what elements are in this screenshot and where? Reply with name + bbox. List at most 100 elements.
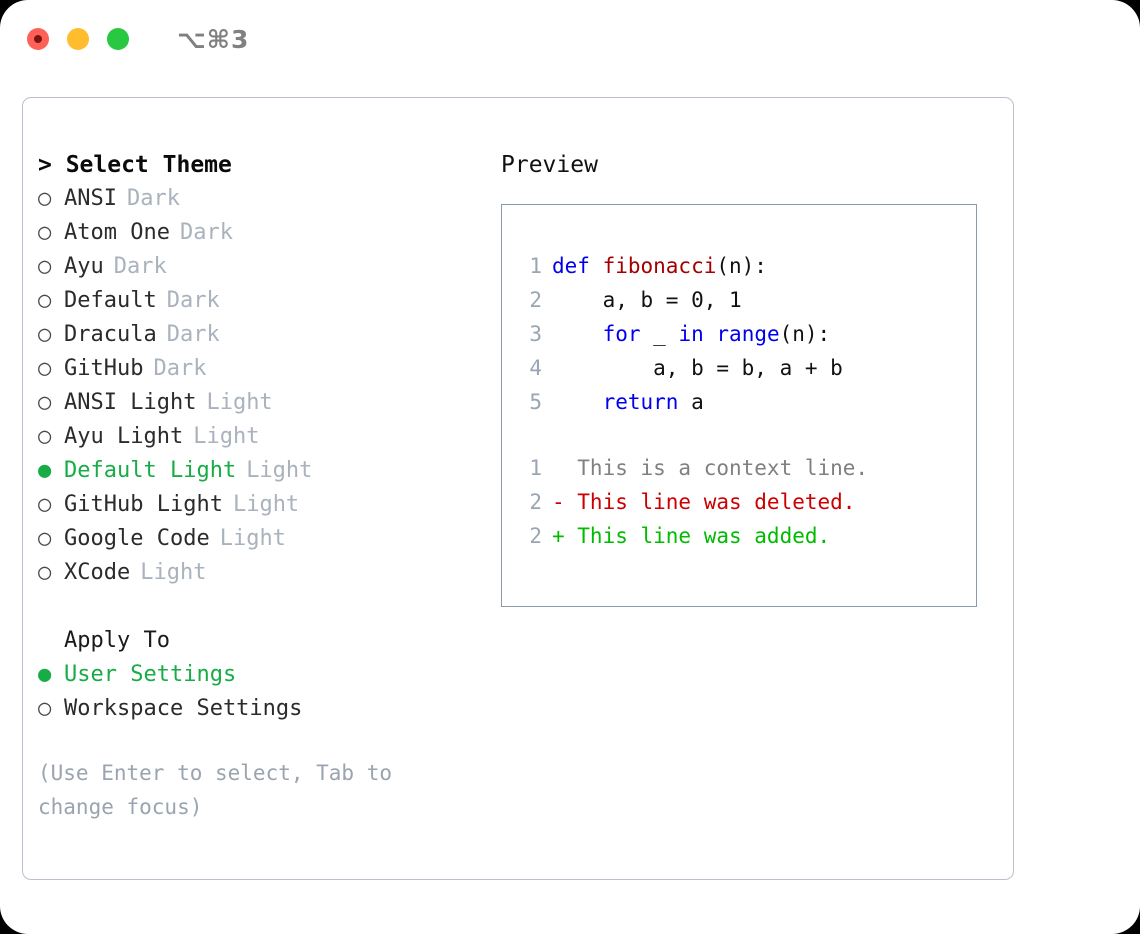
radio-unselected-icon: ○ [38, 492, 52, 517]
keyboard-shortcut-label: ⌥⌘3 [177, 24, 250, 54]
code-line-number: 2 [529, 288, 542, 312]
diff-line-number: 1 [529, 456, 542, 480]
theme-option-dracula[interactable]: ○ Dracula Dark [38, 318, 498, 352]
radio-unselected-icon: ○ [38, 424, 52, 449]
theme-option-label: Atom One [64, 220, 170, 245]
theme-option-label: XCode [64, 560, 131, 585]
theme-option-label: ANSI Light [64, 390, 197, 415]
theme-option-label: Ayu Light [64, 424, 184, 449]
theme-option-tag: Light [232, 492, 300, 517]
close-button-icon[interactable] [27, 28, 49, 50]
apply-to-option-label: User Settings [64, 662, 237, 687]
theme-option-label: GitHub [64, 356, 144, 381]
radio-unselected-icon: ○ [38, 696, 52, 721]
code-line: 3 for _ in range(n): [520, 317, 976, 351]
list-spacer [38, 590, 498, 624]
radio-unselected-icon: ○ [38, 288, 52, 313]
preview-column: Preview 1 def fibonacci (n): 2 a, b = 0, 1 3… [501, 148, 1001, 607]
code-line-number: 4 [529, 356, 542, 380]
theme-option-atom-one[interactable]: ○ Atom One Dark [38, 216, 498, 250]
code-token-kw: for [602, 322, 641, 346]
theme-option-github-light[interactable]: ○ GitHub Light Light [38, 488, 498, 522]
theme-option-label: GitHub Light [64, 492, 223, 517]
code-token-plain: a, b = 0, 1 [552, 288, 742, 312]
preview-heading: Preview [501, 152, 598, 178]
theme-option-tag: Light [246, 458, 313, 483]
theme-option-label: Google Code [64, 526, 210, 551]
code-line: 5 return a [520, 385, 976, 419]
theme-option-tag: Dark [179, 220, 233, 245]
theme-option-ayu[interactable]: ○ Ayu Dark [38, 250, 498, 284]
theme-option-label: Default Light [64, 458, 237, 483]
theme-option-ayu-light[interactable]: ○ Ayu Light Light [38, 420, 498, 454]
diff-line-text: This is a context line. [552, 456, 869, 480]
code-token-kw: def [552, 254, 603, 278]
select-theme-heading: > Select Theme [38, 152, 232, 178]
radio-unselected-icon: ○ [38, 356, 52, 381]
apply-to-option-label: Workspace Settings [64, 696, 303, 721]
code-token-kw: return [602, 390, 679, 414]
code-token-plain [552, 322, 603, 346]
code-token-plain: _ [640, 322, 679, 346]
theme-option-default[interactable]: ○ Default Dark [38, 284, 498, 318]
diff-line-del: 2 - This line was deleted. [520, 485, 976, 519]
diff-line-number: 2 [529, 524, 542, 548]
theme-option-tag: Dark [126, 186, 180, 211]
code-token-plain [704, 322, 717, 346]
radio-unselected-icon: ○ [38, 560, 52, 585]
theme-option-ansi[interactable]: ○ ANSI Dark [38, 182, 498, 216]
radio-selected-icon: ● [38, 662, 52, 687]
theme-option-label: ANSI [64, 186, 117, 211]
theme-option-label: Ayu [64, 254, 104, 279]
title-bar: ⌥⌘3 [0, 0, 1140, 78]
theme-option-xcode[interactable]: ○ XCode Light [38, 556, 498, 590]
zoom-button-icon[interactable] [107, 28, 129, 50]
radio-unselected-icon: ○ [38, 254, 52, 279]
radio-unselected-icon: ○ [38, 186, 52, 211]
theme-option-default-light[interactable]: ● Default Light Light [38, 454, 498, 488]
theme-option-label: Dracula [64, 322, 157, 347]
apply-to-heading: Apply To [64, 628, 170, 653]
theme-option-tag: Dark [166, 322, 220, 347]
radio-unselected-icon: ○ [38, 220, 52, 245]
code-token-kw: range [716, 322, 780, 346]
code-token-fn: fibonacci [602, 254, 717, 278]
code-line: 4 a, b = b, a + b [520, 351, 976, 385]
diff-line-add: 2+ This line was added. [520, 519, 976, 553]
apply-to-option-user-settings[interactable]: ● User Settings [38, 658, 498, 692]
diff-sample: 1 This is a context line. 2 - This line wa… [520, 451, 976, 553]
diff-line-text: - This line was deleted. [552, 490, 856, 514]
code-token-plain [552, 390, 603, 414]
theme-option-google-code[interactable]: ○ Google Code Light [38, 522, 498, 556]
code-sample: 1 def fibonacci (n): 2 a, b = 0, 1 3 for _ i… [520, 249, 976, 419]
keyboard-hint-text: (Use Enter to select, Tab to change focu… [38, 761, 405, 819]
radio-selected-icon: ● [38, 458, 52, 483]
theme-option-tag: Light [193, 424, 260, 449]
theme-option-label: Default [64, 288, 157, 313]
traffic-lights [27, 28, 129, 50]
theme-option-tag: Dark [166, 288, 220, 313]
minimize-button-icon[interactable] [67, 28, 89, 50]
code-token-plain: a [678, 390, 704, 414]
code-line-number: 3 [529, 322, 542, 346]
code-token-plain: a, b = b, a + b [552, 356, 843, 380]
code-token-plain: (n): [779, 322, 831, 346]
radio-unselected-icon: ○ [38, 322, 52, 347]
radio-unselected-icon: ○ [38, 390, 52, 415]
code-token-kw: in [678, 322, 704, 346]
diff-line-number: 2 [529, 490, 542, 514]
theme-option-tag: Dark [113, 254, 167, 279]
radio-unselected-icon: ○ [38, 526, 52, 551]
apply-to-option-workspace-settings[interactable]: ○ Workspace Settings [38, 692, 498, 726]
diff-line-ctx: 1 This is a context line. [520, 451, 976, 485]
theme-option-tag: Light [140, 560, 207, 585]
code-line-number: 1 [529, 254, 542, 278]
theme-option-tag: Light [219, 526, 286, 551]
